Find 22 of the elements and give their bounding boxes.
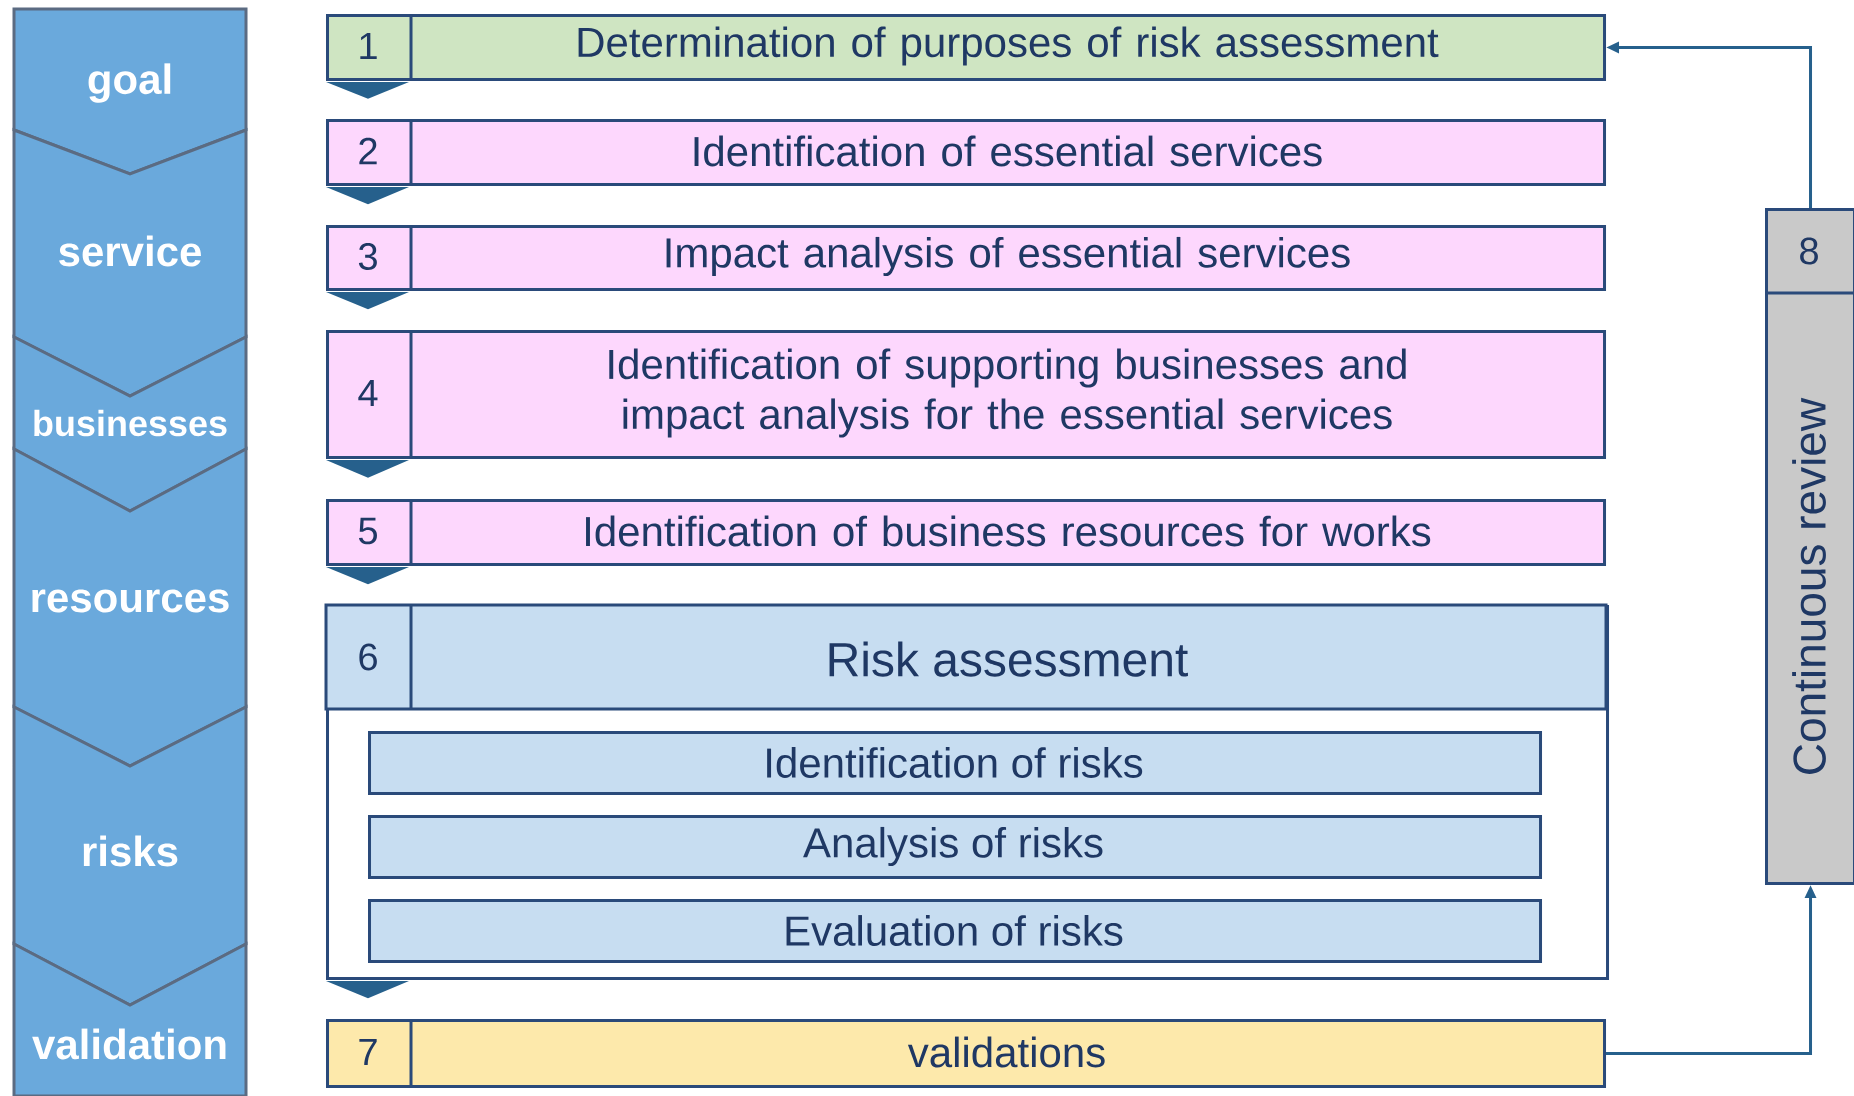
flow-arrow xyxy=(326,567,409,585)
node-label: validation xyxy=(32,1028,226,1060)
step-box: 5 Identification of business resources for works xyxy=(326,499,1606,566)
step-box: 7 validations xyxy=(326,1019,1606,1088)
flow-arrow xyxy=(326,82,409,99)
chevron-band: service xyxy=(12,127,248,398)
flow-arrow xyxy=(326,292,409,310)
chevron-band: goal xyxy=(12,7,248,176)
flow-arrow xyxy=(326,981,409,999)
chevron-band: validation xyxy=(12,941,248,1096)
substep-box: Analysis of risks xyxy=(368,815,1542,879)
step-box: 3 Impact analysis of essential services xyxy=(326,225,1606,291)
chevron-band: resources xyxy=(12,446,248,768)
chevron-band: businesses xyxy=(12,334,248,513)
step-box: 2 Identification of essential services xyxy=(326,119,1606,186)
review-box: 8 Continuous review xyxy=(1765,208,1854,885)
step-box: 4 Identification of supporting businesses and impact analysis for the essential services xyxy=(326,330,1606,459)
flow-arrow xyxy=(326,460,409,478)
substep-box: Identification of risks xyxy=(368,731,1542,795)
flow-arrow xyxy=(326,187,409,205)
step-box: 1 Determination of purposes of risk assessment xyxy=(326,14,1606,81)
substep-box: Evaluation of risks xyxy=(368,899,1542,963)
